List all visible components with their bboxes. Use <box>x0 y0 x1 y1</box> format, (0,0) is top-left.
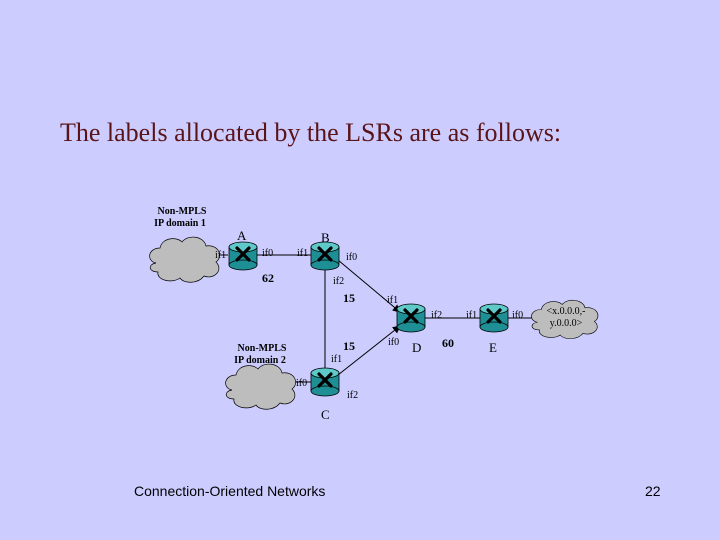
router-A <box>227 240 259 272</box>
page-number: 22 <box>645 483 661 499</box>
domain2-label-line2: IP domain 2 <box>234 355 286 366</box>
label-A-to-B: 62 <box>262 271 274 285</box>
label-C-to-D: 15 <box>343 339 355 353</box>
domain2-label-line1: Non-MPLS <box>238 343 287 354</box>
footer-course-title: Connection-Oriented Networks <box>134 483 326 499</box>
A-if1-label: if1 <box>215 250 226 261</box>
E-if1-label: if1 <box>466 310 477 321</box>
domain1-label-line1: Non-MPLS <box>158 206 207 217</box>
domain1-label-line2: IP domain 1 <box>154 218 206 229</box>
cloud-domain-1 <box>149 236 220 283</box>
B-if1-label: if1 <box>297 248 308 259</box>
C-if0-label: if0 <box>296 378 307 389</box>
node-E-label: E <box>489 340 497 355</box>
node-C-label: C <box>321 407 330 422</box>
router-E <box>478 302 510 334</box>
C-if2-label: if2 <box>347 390 358 401</box>
C-if1-label: if1 <box>331 354 342 365</box>
link-C-D <box>337 325 401 376</box>
B-if2-label: if2 <box>333 276 344 287</box>
cloud-domain-2 <box>225 363 296 410</box>
A-if0-label: if0 <box>262 248 273 259</box>
E-if0-label: if0 <box>512 310 523 321</box>
node-D-label: D <box>412 340 421 355</box>
D-if1-label: if1 <box>387 295 398 306</box>
label-B-to-D: 15 <box>343 291 355 305</box>
link-B-D <box>337 259 401 313</box>
slide-title: The labels allocated by the LSRs are as … <box>60 118 562 147</box>
D-if2-label: if2 <box>431 310 442 321</box>
B-if0-label: if0 <box>346 252 357 263</box>
router-B <box>309 240 341 272</box>
router-D <box>395 302 427 334</box>
D-if0-label: if0 <box>388 337 399 348</box>
destination-label-line1: <x.0.0.0,- <box>547 306 586 317</box>
router-C <box>309 366 341 398</box>
node-B-label: B <box>321 230 330 245</box>
node-A-label: A <box>237 228 247 243</box>
label-D-to-E: 60 <box>442 336 454 350</box>
destination-label-line2: y.0.0.0> <box>550 318 583 329</box>
